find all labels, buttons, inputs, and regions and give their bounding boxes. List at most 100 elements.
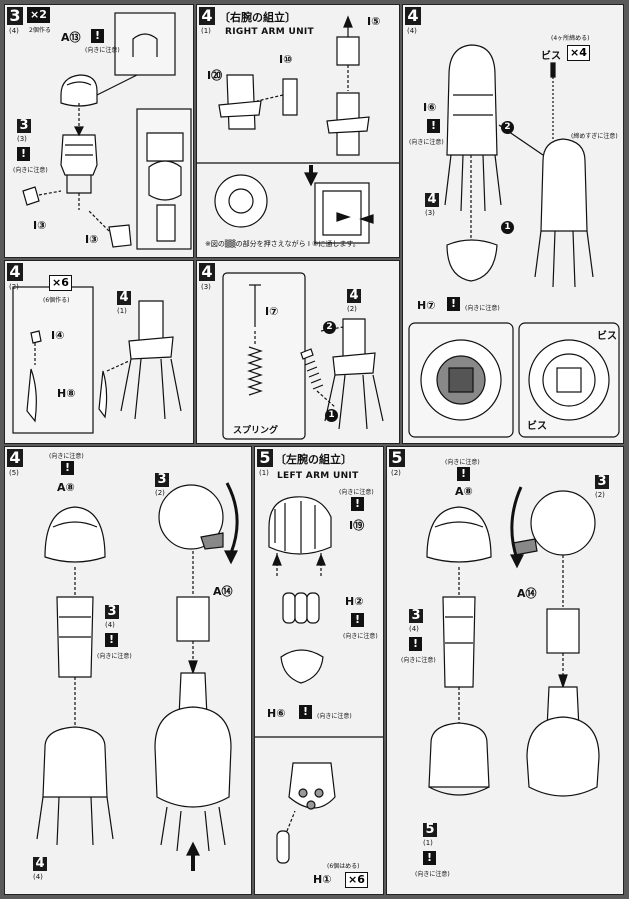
ref-substep: (2) — [595, 491, 605, 499]
panel-step-4-5: 4 (5) (向きに注意) ! A⑧ 3 (2) A⑭ 3 (4) ! (向きに… — [4, 446, 252, 895]
caution-text: (向きに注意) — [317, 713, 352, 720]
caution-icon: ! — [105, 633, 118, 647]
substep-label: (1) — [201, 27, 211, 35]
ref-step-number: 4 — [33, 857, 47, 871]
part-label-h2: H② — [345, 595, 364, 608]
step-number: 4 — [7, 263, 23, 281]
screw-caution: (締めすぎに注意) — [571, 133, 618, 140]
ref-substep: (2) — [347, 305, 357, 313]
step-number: 5 — [257, 449, 273, 467]
step-5-1-illustration — [255, 496, 383, 864]
caution-icon: ! — [351, 613, 364, 627]
screw-multiplier: ×4 — [567, 45, 590, 61]
panel-step-4-2: 4 (2) ×6 (6個作る) I④ H⑧ 4 (1) — [4, 260, 194, 444]
ref-substep: (3) — [17, 135, 27, 143]
step-number: 3 — [7, 7, 23, 25]
substep-label: (4) — [9, 27, 19, 35]
part-label-a8: A⑧ — [455, 485, 473, 498]
spring-label: スプリング — [233, 426, 279, 436]
caution-text: (向きに注意) — [85, 47, 120, 54]
step-4-5-illustration — [36, 482, 239, 871]
caution-text: (向きに注意) — [445, 459, 480, 466]
section-title-jp: 〔左腕の組立〕 — [275, 453, 352, 466]
ref-substep: (3) — [425, 209, 435, 217]
part-label-i3-bottom: I③ — [85, 233, 99, 246]
part-label-h6: H⑥ — [267, 707, 286, 720]
substep-label: (3) — [201, 283, 211, 291]
step-number: 4 — [405, 7, 421, 25]
caution-icon: ! — [91, 29, 104, 43]
panel-step-4-3: 4 (3) I⑦ スプリング 4 (2) 1 2 — [196, 260, 400, 444]
substep-label: (4) — [407, 27, 417, 35]
caution-icon: ! — [409, 637, 422, 651]
ref-step-number: 3 — [105, 605, 119, 619]
part-label-i5: I⑤ — [367, 15, 381, 28]
order-number: 1 — [501, 221, 514, 234]
part-label-h8: H⑧ — [57, 387, 76, 400]
ref-step-number: 3 — [595, 475, 609, 489]
multiplier-note: 2個作る — [29, 27, 51, 34]
part-label-i3-left: I③ — [33, 219, 47, 232]
step-number: 4 — [199, 263, 215, 281]
caution-text: (向きに注意) — [343, 633, 378, 640]
substep-label: (5) — [9, 469, 19, 477]
caution-icon: ! — [423, 851, 436, 865]
screw-label-inset-2: ビス — [527, 421, 547, 432]
part-label-i20: I⑳ — [207, 69, 223, 82]
caution-text: (向きに注意) — [409, 139, 444, 146]
caution-text: (向きに注意) — [97, 653, 132, 660]
caution-icon: ! — [427, 119, 440, 133]
ref-substep: (4) — [409, 625, 419, 633]
step-number: 4 — [199, 7, 215, 25]
substep-label: (1) — [259, 469, 269, 477]
part-label-a14: A⑭ — [213, 585, 233, 598]
part-label-a8: A⑧ — [57, 481, 75, 494]
part-label-i6: I⑥ — [423, 101, 437, 114]
multiplier-badge: ×2 — [27, 7, 50, 23]
caution-text: (向きに注意) — [401, 657, 436, 664]
part-label-i19: I⑲ — [349, 519, 365, 532]
ref-substep: (1) — [117, 307, 127, 315]
part-label-a13: A⑬ — [61, 31, 81, 44]
caution-text: (向きに注意) — [13, 167, 48, 174]
part-label-a14: A⑭ — [517, 587, 537, 600]
step-3-4-illustration — [22, 12, 192, 250]
ref-substep: (4) — [105, 621, 115, 629]
section-title-en: LEFT ARM UNIT — [277, 471, 359, 481]
ref-step-number: 4 — [347, 289, 361, 303]
multiplier-note: (6個作る) — [43, 297, 70, 304]
caution-icon: ! — [447, 297, 460, 311]
part-label-i10: I⑩ — [279, 53, 293, 66]
substep-label: (2) — [391, 469, 401, 477]
substep-label: (2) — [9, 283, 19, 291]
panel-step-5-2: 5 (2) (向きに注意) ! A⑧ 3 (2) A⑭ 3 (4) ! (向きに… — [386, 446, 624, 895]
caution-icon: ! — [457, 467, 470, 481]
part-label-h7: H⑦ — [417, 299, 436, 312]
screw-note: (4ヶ所締める) — [551, 35, 590, 42]
order-number: 2 — [323, 321, 336, 334]
multiplier-note: (6個はめる) — [327, 863, 360, 870]
section-title-en: RIGHT ARM UNIT — [225, 27, 314, 37]
step-5-2-illustration — [426, 486, 600, 797]
caution-icon: ! — [351, 497, 364, 511]
panel-step-4-4: 4 (4) (4ヶ所締める) ビス ×4 (締めすぎに注意) I⑥ ! (向きに… — [402, 4, 624, 444]
step-4-1-illustration — [197, 15, 399, 244]
caution-text: (向きに注意) — [49, 453, 84, 460]
panel-step-3-4: 3 ×2 2個作る (4) A⑬ ! (向きに注意) 3 (3) ! (向きに注… — [4, 4, 194, 258]
screw-label: ビス — [541, 51, 561, 62]
ref-step-number: 4 — [117, 291, 131, 305]
step-4-4-illustration — [408, 44, 620, 438]
caution-text: (向きに注意) — [415, 871, 450, 878]
part-label-i4: I④ — [51, 329, 65, 342]
ref-step-number: 3 — [17, 119, 31, 133]
panel-step-5-1: 5 (1) 〔左腕の組立〕 LEFT ARM UNIT (向きに注意) ! I⑲… — [254, 446, 384, 895]
ref-substep: (1) — [423, 839, 433, 847]
caution-icon: ! — [299, 705, 312, 719]
caution-icon: ! — [17, 147, 30, 161]
multiplier-badge: ×6 — [345, 872, 368, 888]
order-number: 2 — [501, 121, 514, 134]
order-number: 1 — [325, 409, 338, 422]
section-title-jp: 〔右腕の組立〕 — [219, 11, 296, 24]
part-label-i7: I⑦ — [265, 305, 279, 318]
step-4-3-illustration — [222, 272, 384, 440]
